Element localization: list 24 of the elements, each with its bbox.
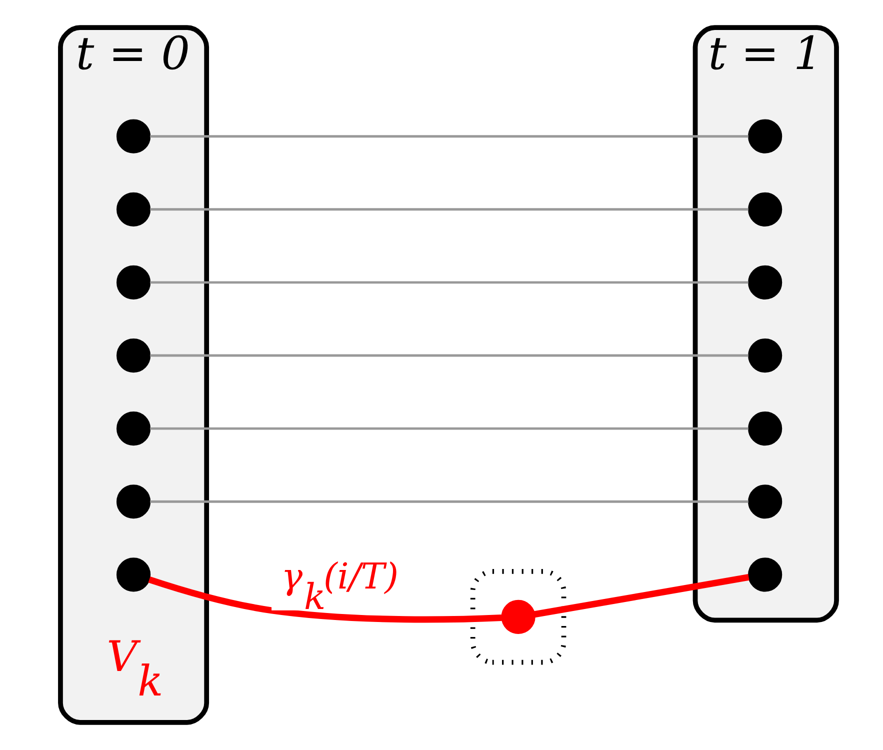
node-circle [748, 484, 782, 519]
connector [150, 208, 748, 211]
node-circle [500, 600, 535, 634]
connector [150, 500, 748, 503]
connector [150, 354, 748, 357]
node-circle [116, 338, 150, 373]
node-circle [116, 192, 150, 226]
connector [150, 281, 748, 284]
node-circle [748, 119, 782, 154]
node-circle [748, 265, 782, 300]
node-circle [748, 192, 782, 226]
cluster: t = 1 [692, 25, 838, 623]
connector [533, 574, 749, 618]
connector [150, 427, 748, 430]
node-circle [748, 338, 782, 373]
node-circle [116, 558, 150, 592]
node-circle [116, 265, 150, 300]
node-circle [116, 119, 150, 154]
node-circle [116, 484, 150, 519]
node-circle [748, 412, 782, 446]
node-circle [116, 412, 150, 446]
node-circle [748, 558, 782, 592]
cluster [470, 569, 566, 665]
connector [150, 135, 748, 138]
